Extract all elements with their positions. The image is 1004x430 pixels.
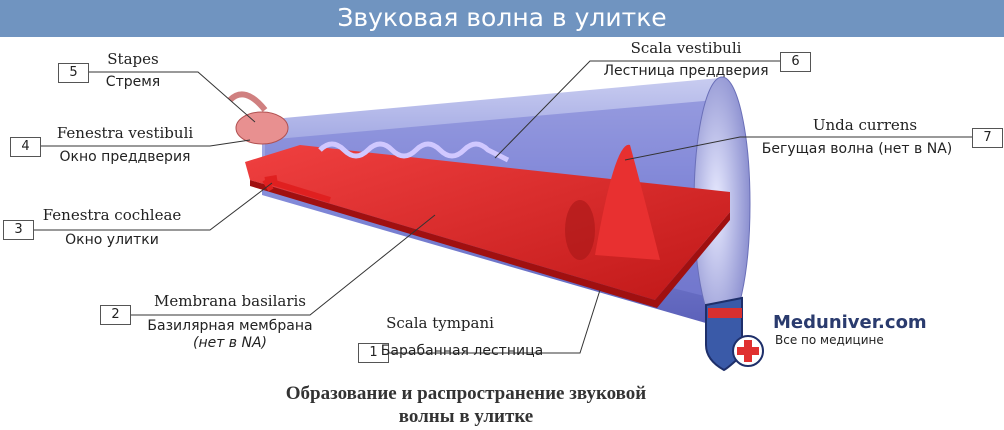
page-title: Звуковая волна в улитке bbox=[0, 0, 1004, 37]
label-number-5: 5 bbox=[58, 63, 89, 83]
label-unda-currens-latin: Unda currens bbox=[812, 116, 918, 134]
label-fenestra-cochleae-ru: Окно улитки bbox=[65, 232, 159, 248]
label-membrana-basilaris-note: (нет в NA) bbox=[192, 335, 268, 351]
label-membrana-basilaris-latin: Membrana basilaris bbox=[154, 292, 306, 310]
logo-name: Meduniver.com bbox=[773, 312, 927, 333]
leader-lines bbox=[33, 60, 972, 354]
label-stapes-latin: Stapes bbox=[107, 50, 159, 68]
stapes bbox=[227, 91, 289, 145]
label-scala-vestibuli-latin: Scala vestibuli bbox=[630, 39, 742, 57]
label-scala-vestibuli-ru: Лестница преддверия bbox=[603, 63, 769, 79]
label-unda-currens-ru: Бегущая волна (нет в NA) bbox=[761, 141, 953, 157]
label-membrana-basilaris-ru: Базилярная мембрана bbox=[147, 318, 313, 334]
logo-shield bbox=[705, 296, 764, 372]
label-number-2: 2 bbox=[100, 305, 131, 325]
label-number-7: 7 bbox=[972, 128, 1003, 148]
label-number-1: 1 bbox=[358, 343, 389, 363]
meduniver-logo: Meduniver.com Все по медицине bbox=[773, 312, 927, 347]
label-number-6: 6 bbox=[780, 52, 811, 72]
basilar-membrane bbox=[245, 144, 730, 308]
logo-tagline: Все по медицине bbox=[775, 333, 884, 347]
label-number-3: 3 bbox=[3, 220, 34, 240]
round-window-arrow bbox=[262, 175, 331, 203]
caption-line-2: волны в улитке bbox=[398, 406, 534, 427]
label-fenestra-vestibuli-ru: Окно преддверия bbox=[59, 149, 191, 165]
caption-line-1: Образование и распространение звуковой bbox=[285, 383, 647, 404]
label-scala-tympani-ru: Барабанная лестница bbox=[380, 343, 544, 359]
label-scala-tympani-latin: Scala tympani bbox=[386, 314, 494, 332]
label-stapes-ru: Стремя bbox=[105, 74, 161, 90]
label-number-4: 4 bbox=[10, 137, 41, 157]
label-fenestra-vestibuli-latin: Fenestra vestibuli bbox=[56, 124, 194, 142]
label-fenestra-cochleae-latin: Fenestra cochleae bbox=[42, 206, 182, 224]
wave-arrow bbox=[318, 141, 510, 163]
